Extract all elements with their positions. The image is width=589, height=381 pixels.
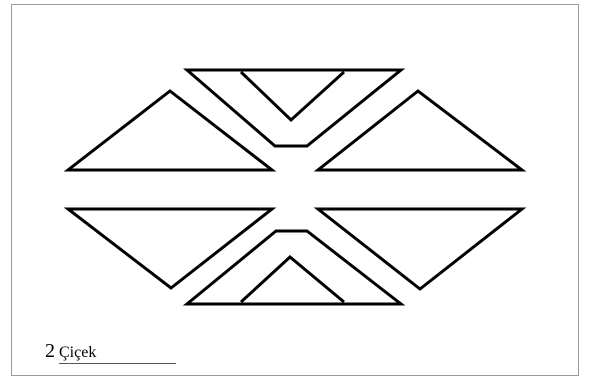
- figure-caption: 2 Çiçek: [45, 340, 176, 364]
- caption-word: Çiçek: [59, 344, 176, 364]
- caption-number: 2: [45, 340, 55, 363]
